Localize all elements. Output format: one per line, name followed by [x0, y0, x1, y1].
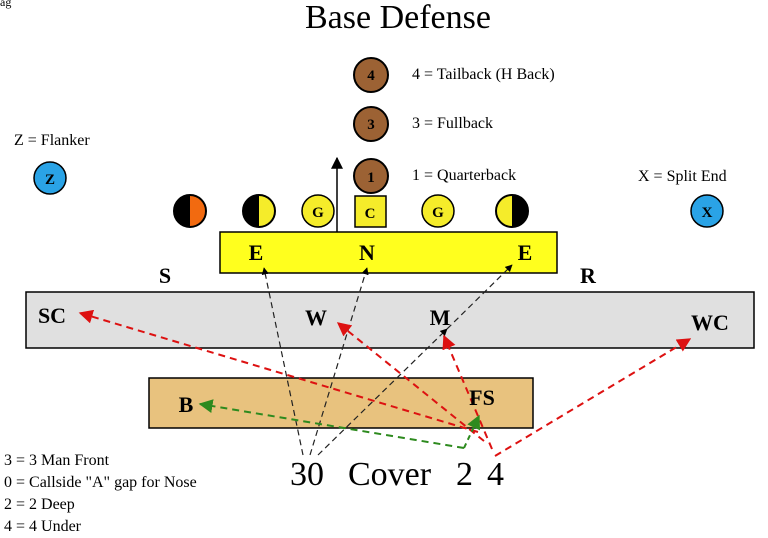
call-deep-digit: 2	[456, 456, 473, 493]
legend-line-4: 4 = 4 Under	[4, 518, 82, 535]
flanker-label: Z = Flanker	[14, 132, 90, 149]
call-word: Cover	[348, 456, 432, 493]
strong-side-marker: S	[159, 263, 171, 288]
nose-tackle: N	[359, 240, 375, 265]
defensive-end-left: E	[249, 240, 264, 265]
quarterback-label: 1 = Quarterback	[412, 167, 516, 184]
center-letter: C	[365, 206, 376, 222]
right-tackle	[495, 194, 529, 228]
flanker-letter: Z	[45, 172, 55, 188]
bandit: B	[179, 392, 194, 417]
right-guard: G	[421, 194, 455, 228]
mike-route	[442, 334, 493, 450]
end-left-assignment-line	[261, 267, 304, 456]
tailback-label: 4 = Tailback (H Back)	[412, 66, 555, 83]
defensive-end-right: E	[518, 240, 533, 265]
diagram-title: Base Defense	[305, 0, 491, 36]
weak-corner: WC	[691, 310, 729, 335]
split-end-label: X = Split End	[638, 168, 727, 185]
free-safety-route	[463, 414, 480, 449]
flanker: Z	[33, 161, 67, 195]
free-safety: FS	[469, 385, 495, 410]
strong-corner: SC	[38, 303, 66, 328]
mike-assignment-line	[317, 328, 448, 456]
split-end: X	[690, 194, 724, 228]
second-level-box	[25, 291, 755, 349]
left-guard-letter: G	[312, 205, 324, 221]
left-end-offense	[242, 194, 276, 228]
fullback: 3	[353, 106, 389, 142]
split-end-letter: X	[702, 205, 713, 221]
left-tackle	[173, 194, 207, 228]
will-route	[336, 322, 485, 442]
fullback-label: 3 = Fullback	[412, 115, 493, 132]
call-under-digit: 4	[487, 456, 504, 493]
center: C	[354, 195, 387, 228]
strong-corner-route	[78, 309, 479, 433]
quarterback-number: 1	[367, 170, 375, 186]
end-right-assignment-line	[446, 264, 513, 330]
corner-text-fragment: ag	[0, 0, 11, 9]
front-box	[219, 231, 558, 274]
bandit-route	[198, 399, 465, 449]
will-linebacker: W	[305, 305, 327, 330]
mike-linebacker: M	[430, 305, 451, 330]
weak-corner-route	[494, 338, 692, 457]
call-digits: 30	[290, 456, 324, 493]
left-guard: G	[301, 194, 335, 228]
legend-line-1: 3 = 3 Man Front	[4, 452, 110, 469]
right-guard-letter: G	[432, 205, 444, 221]
right-side-marker: R	[580, 263, 597, 288]
legend-line-3: 2 = 2 Deep	[4, 496, 75, 513]
legend-line-2: 0 = Callside "A" gap for Nose	[4, 474, 197, 491]
tailback-number: 4	[367, 68, 375, 84]
quarterback: 1	[353, 158, 389, 194]
fullback-number: 3	[367, 117, 375, 133]
tailback: 4	[353, 57, 389, 93]
